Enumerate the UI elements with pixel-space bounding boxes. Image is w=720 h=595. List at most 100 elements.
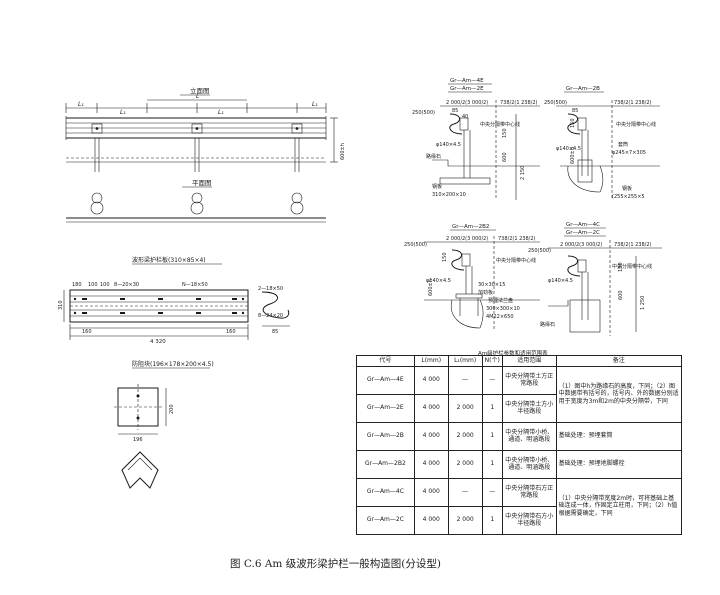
sec-bl-spacing: 2 000/2(3 000/2) — [446, 236, 488, 242]
cell-code: Gr—Am—2C — [356, 505, 415, 535]
table-row: Gr—Am—4E 4 000 — — 中央分隔带土方正常路段 （1）图中h为路缘… — [356, 365, 683, 423]
sec-tl-h2: 600 — [502, 152, 508, 162]
block-height-label: 200 — [169, 404, 175, 414]
cell-n: — — [481, 365, 503, 395]
sec-tl-offset: 250(500) — [412, 110, 435, 116]
cell-code: Gr—Am—2B2 — [356, 449, 415, 479]
sec-tr-post: φ140×4.5 — [556, 146, 581, 152]
beam-dim-160b: 160 — [226, 329, 236, 335]
sec-tl-w2: 40 — [462, 114, 468, 120]
beam-depth-label: 85 — [272, 329, 278, 335]
sec-bl-flange: 30×30×15 — [478, 282, 505, 288]
beam-profile — [261, 291, 290, 327]
sec-tl-plate-size: 310×200×10 — [432, 192, 466, 198]
cell-l: 4 000 — [413, 421, 449, 451]
sec-br-median: 中央分隔带中心线 — [612, 263, 652, 270]
sec-bl-h2: 600±h — [428, 279, 434, 296]
cell-range: 中央分隔带土方小半径路段 — [501, 393, 557, 423]
sec-tl-spacing: 2 000/2(3 000/2) — [446, 100, 488, 106]
sec-br-h1: 150 — [618, 262, 624, 272]
table-header-row: 代号 L(mm) L₁(mm) N(个) 适用范围 备注 — [356, 355, 683, 367]
sec-br-offset: 250(500) — [528, 248, 551, 254]
cell-n: 1 — [481, 393, 503, 423]
cell-range: 中央分隔带小桥、通道、明涵路段 — [501, 449, 557, 479]
beam-total-length: 4 320 — [150, 339, 166, 345]
cell-note: （1）图中h为路缘石的高度，下同；（2）图中数据带有括号的，括号内、外的数据分别… — [555, 365, 683, 423]
cell-code: Gr—Am—4E — [356, 365, 415, 395]
elevation-posts — [94, 138, 300, 172]
block-section-view — [121, 451, 159, 489]
sec-br-right: 738/2(1 238/2) — [614, 242, 652, 248]
sec-bl-code: Gr—Am—2B2 — [452, 224, 489, 230]
cell-n: — — [481, 477, 503, 507]
beam-dim-160a: 160 — [82, 329, 92, 335]
sec-tr-w1: 85 — [572, 108, 578, 114]
sec-tr-h1: 150 — [570, 118, 576, 128]
sec-tr-offset: 250(500) — [544, 100, 567, 106]
beam-slots-label: N—18×50 — [182, 282, 208, 288]
elevation-rail-beam — [65, 116, 327, 140]
plan-view — [66, 192, 326, 223]
cell-note: 基础处理：预埋套筒 — [555, 421, 683, 451]
sec-tl-code1: Gr—Am—4E — [450, 78, 484, 84]
elevation-bolt-plates — [91, 123, 303, 134]
sec-tr-right: 738/2(1 238/2) — [614, 100, 652, 106]
cell-range: 中央分隔带石方正常路段 — [501, 477, 557, 507]
beam-height-label: 310 — [58, 300, 64, 310]
elevation-height-label: 600±h — [340, 143, 346, 160]
sec-br-h2: 600 — [618, 290, 624, 300]
cell-l: 4 000 — [413, 505, 449, 535]
cell-l: 4 000 — [413, 449, 449, 479]
table-row: Gr—Am—4C 4 000 — — 中央分隔带石方正常路段 （1）中央分隔带宽… — [356, 477, 683, 535]
cell-n: 1 — [481, 505, 503, 535]
sec-tr-median: 中央分隔带中心线 — [616, 121, 656, 128]
sec-tr-code: Gr—Am—2B — [566, 86, 600, 92]
cell-n: 1 — [481, 449, 503, 479]
beam-dim-100a: 100 — [88, 282, 98, 288]
table-row: Gr—Am—2B2 4 000 2 000 1 中央分隔带小桥、通道、明涵路段 … — [356, 449, 683, 479]
sec-br-post: φ140×4.5 — [548, 278, 573, 284]
sec-bl-bolt: 4M22×650 — [486, 314, 514, 320]
sec-tr-plate-size: (255×255×5 — [612, 194, 645, 200]
sec-tl-h1: 150 — [502, 128, 508, 138]
cell-note: （1）中央分隔带宽度2m时，可将基础上基础连成一体，作固定立柱用，下同；（2）h… — [555, 477, 683, 535]
sec-tl-drawing — [432, 100, 540, 200]
elevation-dim-line — [65, 99, 327, 113]
dim-l1-a: L₁ — [78, 101, 84, 108]
cell-code: Gr—Am—4C — [356, 477, 415, 507]
sec-tl-curb: 路缘石 — [426, 153, 441, 160]
cell-l: 4 000 — [413, 393, 449, 423]
table-row: Gr—Am—2B 4 000 2 000 1 中央分隔带小桥、通道、明涵路段 基… — [356, 421, 683, 451]
block-width-label: 196 — [133, 437, 143, 443]
th-range: 适用范围 — [501, 355, 557, 367]
sec-tr-drawing — [556, 100, 660, 200]
sec-bl-post: φ140×4.5 — [426, 278, 451, 284]
sec-br-drawing — [548, 240, 662, 336]
beam-plate — [69, 289, 249, 323]
sec-tl-post: φ140×4.5 — [436, 142, 461, 148]
cell-l: 4 000 — [413, 365, 449, 395]
beam-bottom-dims — [69, 324, 249, 340]
dim-l1-c: L₁ — [218, 109, 224, 116]
th-l1: L₁(mm) — [447, 355, 483, 367]
dim-l1-b: L₁ — [120, 109, 126, 116]
cell-range: 中央分隔带小桥、通道、明涵路段 — [501, 421, 557, 451]
sec-tr-h2: 600±h — [570, 147, 576, 164]
plan-title: 平面图 — [192, 179, 212, 187]
beam-right-holes2: 8—24×20 — [258, 313, 283, 319]
beam-dim-180: 180 — [72, 282, 82, 288]
dim-l1-d: L₁ — [312, 101, 318, 108]
th-n: N(个) — [481, 355, 503, 367]
sec-br-spacing: 2 000/2(3 000/2) — [560, 242, 602, 248]
cell-l1: 2 000 — [447, 449, 483, 479]
elevation-title: 立面图 — [190, 86, 210, 95]
cell-range: 中央分隔带土方正常路段 — [501, 365, 557, 395]
sec-br-h3: 1 250 — [640, 296, 646, 310]
cell-note: 基础处理：预埋地脚螺栓 — [555, 449, 683, 479]
beam-dim-100b: 100 — [100, 282, 110, 288]
block-front-view — [114, 384, 167, 435]
block-title: 防阻块(196×178×200×4.5) — [132, 360, 214, 368]
cell-range: 中央分隔带石方小半径路段 — [501, 505, 557, 535]
sec-bl-drawing — [424, 236, 540, 330]
sec-tr-sleeve-label: 套筒 — [618, 141, 628, 148]
